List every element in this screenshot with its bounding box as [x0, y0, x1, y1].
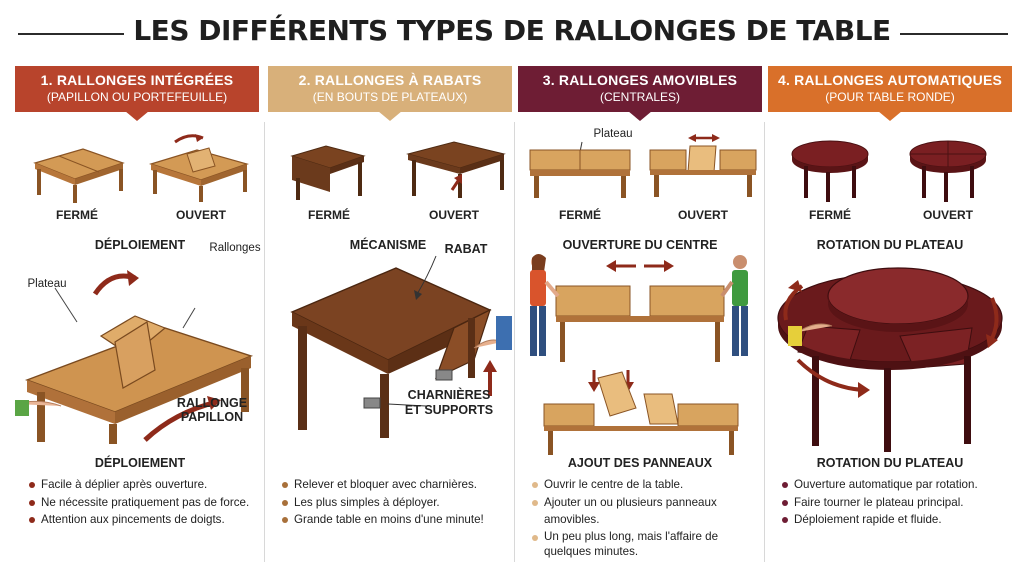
section-label: OUVERTURE DU CENTRE: [562, 238, 718, 252]
notes-list: Facile à déplier après ouverture. Ne néc…: [29, 476, 261, 529]
butterfly-mechanism-illustration: [14, 270, 254, 444]
column-automatiques: 4. RALLONGES AUTOMATIQUES (POUR TABLE RO…: [768, 66, 1012, 566]
section-label: MÉCANISME: [349, 238, 427, 252]
note-item: Grande table en moins d'une minute!: [282, 511, 514, 529]
closed-label: FERMÉ: [56, 208, 98, 222]
column-divider: [514, 122, 515, 562]
notes-list: Ouverture automatique par rotation. Fair…: [782, 476, 1014, 529]
column-amovibles: 3. RALLONGES AMOVIBLES (CENTRALES) Plate…: [518, 66, 762, 566]
callout-hinges-line2: ET SUPPORTS: [404, 403, 494, 417]
title-rule-left: [18, 33, 124, 35]
column-subtitle: (EN BOUTS DE PLATEAUX): [312, 90, 468, 104]
callout-hinges-line1: CHARNIÈRES: [407, 388, 491, 402]
open-label: OUVERT: [677, 208, 728, 222]
note-item: Attention aux pincements de doigts.: [29, 511, 261, 529]
section-label: ROTATION DU PLATEAU: [816, 238, 964, 252]
note-item: Ouvrir le centre de la table.: [532, 476, 760, 494]
callout-plateau: Plateau: [27, 278, 67, 290]
open-label: OUVERT: [175, 208, 226, 222]
column-banner: 3. RALLONGES AMOVIBLES (CENTRALES): [518, 66, 762, 121]
column-integrees: 1. RALLONGES INTÉGRÉES (PAPILLON OU PORT…: [14, 66, 261, 566]
note-item: Relever et bloquer avec charnières.: [282, 476, 514, 494]
closed-label: FERMÉ: [308, 208, 350, 222]
footer-label: AJOUT DES PANNEAUX: [567, 456, 713, 470]
note-item: Les plus simples à déployer.: [282, 494, 514, 512]
note-item: Faire tourner le plateau principal.: [782, 494, 1014, 512]
callout-papillon: RALLONGE PAPILLON: [176, 396, 248, 424]
title-rule-right: [900, 33, 1008, 35]
note-item: Déploiement rapide et fluide.: [782, 511, 1014, 529]
footer-label: ROTATION DU PLATEAU: [816, 456, 964, 470]
column-divider: [764, 122, 765, 562]
rotating-top-illustration: [777, 267, 1003, 452]
title-row: LES DIFFÉRENTS TYPES DE RALLONGES DE TAB…: [0, 10, 1024, 56]
closed-label: FERMÉ: [559, 208, 601, 222]
open-table-illustration: [649, 134, 757, 197]
closed-table-illustration: [791, 140, 869, 202]
notes-list: Relever et bloquer avec charnières. Les …: [282, 476, 514, 529]
hinge-mechanism-illustration: [290, 255, 512, 438]
note-item: Ne nécessite pratiquement pas de force.: [29, 494, 261, 512]
closed-label: FERMÉ: [809, 208, 851, 222]
column-subtitle: (CENTRALES): [599, 90, 680, 104]
column-title: 1. RALLONGES INTÉGRÉES: [40, 72, 234, 88]
notes-list: Ouvrir le centre de la table. Ajouter un…: [532, 476, 760, 559]
column-rabats: 2. RALLONGES À RABATS (EN BOUTS DE PLATE…: [268, 66, 512, 566]
column-banner: 2. RALLONGES À RABATS (EN BOUTS DE PLATE…: [268, 66, 512, 121]
footer-label: DÉPLOIEMENT: [94, 456, 186, 470]
closed-table-illustration: [33, 148, 125, 203]
column-title: 4. RALLONGES AUTOMATIQUES: [777, 72, 1003, 88]
panels-insertion-illustration: [543, 370, 739, 455]
column-banner: 4. RALLONGES AUTOMATIQUES (POUR TABLE RO…: [768, 66, 1012, 121]
note-item: Ajouter un ou plusieurs panneaux amovibl…: [532, 494, 760, 529]
note-item: Ouverture automatique par rotation.: [782, 476, 1014, 494]
callout-plateau: Plateau: [593, 128, 633, 140]
open-label: OUVERT: [922, 208, 973, 222]
column-subtitle: (PAPILLON OU PORTEFEUILLE): [46, 90, 228, 104]
column-divider: [264, 122, 265, 562]
callout-rabat: RABAT: [444, 242, 488, 256]
center-opening-illustration: [530, 254, 748, 362]
page-title: LES DIFFÉRENTS TYPES DE RALLONGES DE TAB…: [133, 14, 891, 47]
closed-table-illustration: [529, 141, 631, 198]
callout-rallonges: Rallonges: [209, 242, 261, 254]
closed-table-illustration: [290, 145, 366, 200]
open-table-illustration: [148, 134, 250, 202]
callout-hinges: CHARNIÈRES ET SUPPORTS: [394, 388, 504, 418]
open-label: OUVERT: [428, 208, 479, 222]
column-subtitle: (POUR TABLE RONDE): [825, 90, 955, 104]
column-title: 3. RALLONGES AMOVIBLES: [542, 72, 738, 88]
section-label: DÉPLOIEMENT: [94, 238, 186, 252]
column-title: 2. RALLONGES À RABATS: [298, 72, 482, 88]
open-table-illustration: [909, 140, 987, 202]
open-table-illustration: [406, 141, 506, 198]
note-item: Un peu plus long, mais l'affaire de quel…: [532, 529, 760, 559]
column-banner: 1. RALLONGES INTÉGRÉES (PAPILLON OU PORT…: [15, 66, 259, 121]
note-item: Facile à déplier après ouverture.: [29, 476, 261, 494]
